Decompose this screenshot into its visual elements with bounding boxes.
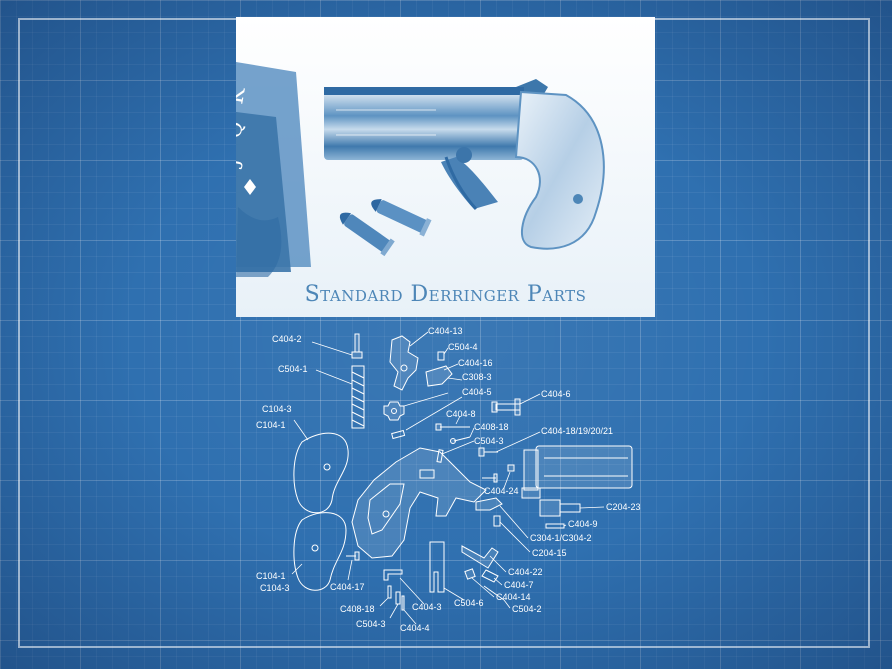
part-c404-22 xyxy=(461,545,499,569)
part-c404-13 xyxy=(389,335,419,391)
label-c404-4: C404-4 xyxy=(400,623,430,633)
part-c404-3 xyxy=(383,569,403,581)
playing-cards: K Q J xyxy=(236,62,311,277)
part-grip-left-top xyxy=(293,432,349,514)
card-letter-j: J xyxy=(236,156,244,170)
part-c504-1 xyxy=(351,365,365,429)
part-c204-23 xyxy=(539,499,581,517)
part-c408-18-top xyxy=(450,436,471,444)
label-c404-13: C404-13 xyxy=(428,326,463,336)
leader-lines xyxy=(291,331,605,625)
part-grip-left-bottom xyxy=(293,512,347,591)
label-c104-3-bottom: C104-3 xyxy=(260,583,290,593)
part-labels: C404-2 C504-1 C104-3 C104-1 C404-13 C504… xyxy=(256,326,641,633)
part-c404-2 xyxy=(351,333,363,359)
label-c404-2: C404-2 xyxy=(272,334,302,344)
part-c404-13-pin xyxy=(400,364,408,372)
label-c504-1: C504-1 xyxy=(278,364,308,374)
part-c404-7 xyxy=(481,569,499,583)
part-c404-6 xyxy=(491,398,521,416)
part-grip-left-top-hole xyxy=(323,463,331,471)
label-c404-24: C404-24 xyxy=(484,486,519,496)
label-c504-3-top: C504-3 xyxy=(474,436,504,446)
label-c404-7: C404-7 xyxy=(504,580,534,590)
part-c504-6 xyxy=(429,541,445,593)
label-c404-18-21: C404-18/19/20/21 xyxy=(541,426,613,436)
part-c204-15 xyxy=(493,515,501,527)
card-letter-k: K xyxy=(236,85,251,106)
label-c404-8: C404-8 xyxy=(446,409,476,419)
label-c408-18-top: C408-18 xyxy=(474,422,509,432)
label-c404-14: C404-14 xyxy=(496,592,531,602)
label-c404-5: C404-5 xyxy=(462,387,492,397)
part-frame-screw-hole xyxy=(382,510,390,518)
photo-title: Standard Derringer Parts xyxy=(304,282,587,307)
label-c504-3-bottom: C504-3 xyxy=(356,619,386,629)
part-c404-4 xyxy=(401,595,405,611)
label-c104-1-bottom: C104-1 xyxy=(256,571,286,581)
part-c308-3 xyxy=(391,429,406,440)
label-c404-9: C404-9 xyxy=(568,519,598,529)
label-c408-18-bottom: C408-18 xyxy=(340,604,375,614)
label-c204-15: C204-15 xyxy=(532,548,567,558)
part-grip-left-bottom-hole xyxy=(311,544,319,552)
label-c404-16: C404-16 xyxy=(458,358,493,368)
part-frame xyxy=(351,447,487,559)
part-c504-3-top xyxy=(436,449,444,463)
part-c304-1-2 xyxy=(475,497,503,511)
label-c404-6: C404-6 xyxy=(541,389,571,399)
label-c404-22: C404-22 xyxy=(508,567,543,577)
label-c504-2: C504-2 xyxy=(512,604,542,614)
part-c404-24 xyxy=(507,464,515,472)
part-c404-9 xyxy=(545,523,565,529)
label-c304-1-2: C304-1/C304-2 xyxy=(530,533,592,543)
label-c404-17: C404-17 xyxy=(330,582,365,592)
cartridges xyxy=(339,199,432,257)
part-c404-18-21 xyxy=(478,447,498,483)
part-barrel xyxy=(521,445,633,499)
part-c404-5-hole xyxy=(391,408,397,414)
part-c404-5 xyxy=(383,401,405,421)
part-shapes xyxy=(293,333,633,611)
derringer-photo-art: K Q J xyxy=(236,17,655,317)
label-c504-6: C504-6 xyxy=(454,598,484,608)
part-c404-16 xyxy=(425,365,453,387)
label-c504-4: C504-4 xyxy=(448,342,478,352)
part-c404-14 xyxy=(464,568,476,580)
part-frame-window xyxy=(419,469,435,479)
part-c404-8 xyxy=(435,423,470,431)
label-c104-3-top: C104-3 xyxy=(262,404,292,414)
part-c408-18-bottom xyxy=(387,585,392,599)
card-letter-q: Q xyxy=(236,120,248,140)
derringer-gun xyxy=(324,79,605,250)
part-c504-2 xyxy=(483,585,505,601)
part-c504-3-bottom xyxy=(395,591,401,605)
part-frame-grip-panel xyxy=(367,483,405,535)
label-c404-3: C404-3 xyxy=(412,602,442,612)
spade-icon xyxy=(244,179,256,195)
part-c504-4 xyxy=(437,351,445,361)
derringer-photo: K Q J xyxy=(236,17,655,317)
part-c404-17 xyxy=(346,551,360,561)
label-c204-23: C204-23 xyxy=(606,502,641,512)
label-c104-1-top: C104-1 xyxy=(256,420,286,430)
label-c308-3: C308-3 xyxy=(462,372,492,382)
